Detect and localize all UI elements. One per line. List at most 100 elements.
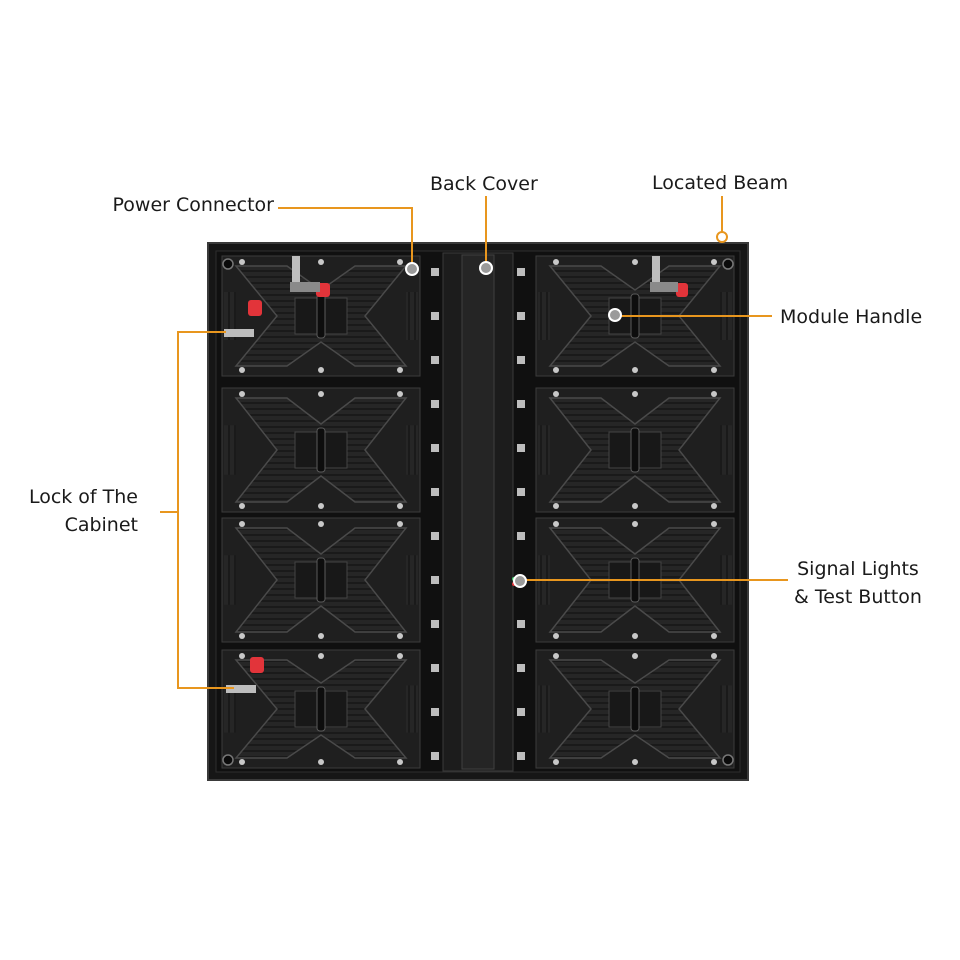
label-power-connector: Power Connector — [60, 191, 274, 219]
module-screw — [632, 521, 638, 527]
module-screw — [553, 633, 559, 639]
label-lock-line1: Lock of The — [28, 486, 138, 508]
power-connector-right — [652, 256, 660, 290]
module-screw — [397, 633, 403, 639]
power-connector-left-base — [290, 282, 320, 292]
rail-bolt — [431, 620, 439, 628]
corner-hole — [222, 754, 234, 766]
red-connector-top-right — [676, 283, 688, 297]
module-screw — [239, 503, 245, 509]
rail-bolt — [517, 444, 525, 452]
module-screw — [711, 367, 717, 373]
module-screw — [632, 259, 638, 265]
module-screw — [239, 259, 245, 265]
module-screw — [553, 503, 559, 509]
module-screw — [711, 521, 717, 527]
module-screw — [318, 653, 324, 659]
lock-bar-bottom-left — [226, 685, 256, 693]
label-signal-line2: & Test Button — [794, 586, 922, 608]
module-screw — [318, 391, 324, 397]
module-screw — [239, 759, 245, 765]
module-screw — [318, 503, 324, 509]
module-screw — [318, 367, 324, 373]
rail-bolt — [517, 488, 525, 496]
rail-bolt — [431, 312, 439, 320]
module-panel — [221, 387, 421, 513]
module-screw — [632, 653, 638, 659]
rail-bolt — [431, 400, 439, 408]
rail-bolt — [517, 664, 525, 672]
rail-bolt — [431, 356, 439, 364]
rail-bolt — [431, 268, 439, 276]
module-screw — [318, 633, 324, 639]
module-screw — [632, 391, 638, 397]
module-screw — [553, 759, 559, 765]
module-screw — [397, 653, 403, 659]
label-signal-lights: Signal Lights & Test Button — [794, 555, 922, 611]
module-screw — [239, 391, 245, 397]
module-screw — [553, 367, 559, 373]
rail-bolt — [431, 664, 439, 672]
module-screw — [711, 759, 717, 765]
rail-bolt — [431, 752, 439, 760]
module-screw — [711, 503, 717, 509]
back-cover-spine — [461, 254, 495, 770]
module-screw — [239, 367, 245, 373]
module-handle — [630, 427, 640, 473]
module-screw — [711, 633, 717, 639]
dot-located-beam — [716, 231, 728, 243]
module-handle — [316, 293, 326, 339]
power-connector-left — [292, 256, 300, 290]
module-screw — [397, 759, 403, 765]
dot-back-cover — [479, 261, 493, 275]
rail-bolt — [517, 620, 525, 628]
module-screw — [553, 521, 559, 527]
module-screw — [632, 759, 638, 765]
module-screw — [632, 367, 638, 373]
rail-bolt — [517, 400, 525, 408]
red-lock-top-left — [248, 300, 262, 316]
label-located-beam: Located Beam — [652, 169, 788, 197]
label-signal-line1: Signal Lights — [797, 558, 919, 580]
rail-bolt — [517, 268, 525, 276]
label-lock-line2: Cabinet — [64, 514, 138, 536]
rail-bolt — [517, 532, 525, 540]
module-screw — [397, 503, 403, 509]
module-handle — [316, 427, 326, 473]
rail-bolt — [517, 312, 525, 320]
module-screw — [318, 521, 324, 527]
red-lock-bottom-left — [250, 657, 264, 673]
rail-bolt — [517, 356, 525, 364]
rail-bolt — [517, 708, 525, 716]
leader-lock-top — [177, 331, 234, 689]
label-power-connector-text: Power Connector — [112, 194, 274, 216]
module-screw — [711, 653, 717, 659]
module-screw — [553, 259, 559, 265]
label-module-handle: Module Handle — [780, 303, 922, 331]
module-screw — [318, 759, 324, 765]
leader-power-connector — [278, 207, 413, 268]
module-handle — [316, 557, 326, 603]
module-screw — [711, 391, 717, 397]
lock-bar-top-left — [224, 329, 254, 337]
module-screw — [632, 503, 638, 509]
label-back-cover: Back Cover — [430, 170, 538, 198]
rail-bolt — [517, 752, 525, 760]
module-screw — [553, 391, 559, 397]
label-lock-of-cabinet: Lock of The Cabinet — [10, 483, 138, 539]
corner-hole — [222, 258, 234, 270]
module-screw — [397, 367, 403, 373]
module-handle — [630, 686, 640, 732]
module-panel — [535, 649, 735, 769]
module-panel — [535, 387, 735, 513]
label-located-beam-text: Located Beam — [652, 172, 789, 194]
module-screw — [397, 521, 403, 527]
rail-bolt — [431, 532, 439, 540]
module-screw — [397, 391, 403, 397]
dot-power-connector — [405, 262, 419, 276]
module-screw — [239, 653, 245, 659]
label-back-cover-text: Back Cover — [430, 173, 538, 195]
corner-hole — [722, 258, 734, 270]
power-connector-right-base — [650, 282, 678, 292]
